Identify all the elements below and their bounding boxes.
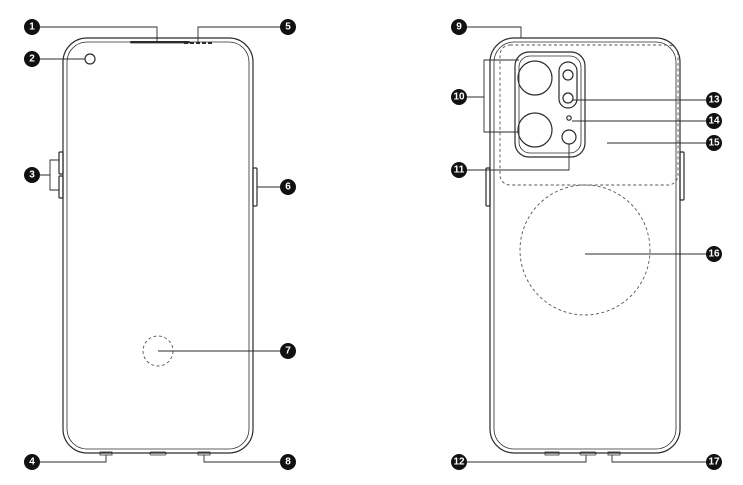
microlens-camera — [561, 129, 577, 145]
wide-camera — [517, 112, 553, 148]
leader-3b — [49, 175, 59, 191]
leader-9 — [467, 26, 522, 38]
front-body-outline — [62, 37, 254, 454]
callout-10: 10 — [451, 89, 467, 105]
callout-3: 3 — [24, 167, 40, 183]
color-temp-sensor — [566, 115, 572, 121]
callout-12: 12 — [451, 454, 467, 470]
callout-5: 5 — [280, 19, 296, 35]
leader-4 — [39, 455, 107, 463]
leader-8 — [203, 455, 280, 463]
callout-1: 1 — [24, 19, 40, 35]
leader-1 — [39, 26, 158, 41]
camera-module-inner — [518, 55, 582, 154]
leader-17 — [611, 455, 706, 463]
svg-text:11: 11 — [454, 165, 465, 176]
callout-16: 16 — [706, 246, 722, 262]
callout-badges: 1 2 3 4 5 6 7 8 9 10 11 12 13 14 15 16 1… — [24, 19, 722, 470]
volume-down-button — [58, 175, 64, 199]
flash — [562, 69, 574, 81]
svg-text:12: 12 — [453, 457, 465, 468]
leader-12 — [467, 455, 587, 463]
leader-3a — [39, 159, 59, 176]
svg-text:10: 10 — [453, 92, 465, 103]
svg-text:4: 4 — [29, 457, 35, 468]
proximity-light-sensor — [184, 42, 212, 44]
usb-port — [149, 451, 167, 456]
svg-text:9: 9 — [456, 22, 462, 33]
camera-module — [514, 51, 586, 158]
leader-10 — [467, 59, 519, 98]
callout-14: 14 — [706, 113, 722, 129]
svg-text:8: 8 — [285, 457, 291, 468]
earpiece-grille — [130, 41, 190, 44]
callout-11: 11 — [451, 162, 467, 178]
leader-lines — [39, 26, 706, 463]
leader-10b — [483, 97, 519, 133]
back-inner-outline — [493, 41, 677, 450]
power-button — [252, 167, 258, 207]
back-side-button-left — [485, 167, 491, 207]
macro-camera — [562, 92, 574, 104]
svg-text:3: 3 — [29, 170, 35, 181]
svg-text:2: 2 — [29, 54, 35, 65]
svg-text:15: 15 — [708, 138, 720, 149]
svg-text:16: 16 — [708, 249, 720, 260]
svg-text:17: 17 — [708, 457, 720, 468]
main-camera — [517, 60, 553, 96]
macro-lens-stack — [558, 61, 578, 109]
callout-6: 6 — [280, 179, 296, 195]
callout-8: 8 — [280, 454, 296, 470]
phone-front-view — [58, 37, 258, 456]
phone-back-view — [485, 37, 685, 456]
leader-5 — [197, 26, 280, 42]
front-camera — [84, 53, 96, 65]
svg-text:14: 14 — [708, 116, 720, 127]
callout-2: 2 — [24, 51, 40, 67]
nfc-area — [499, 44, 679, 186]
callout-7: 7 — [280, 343, 296, 359]
callout-4: 4 — [24, 454, 40, 470]
svg-text:7: 7 — [285, 346, 291, 357]
leader-11 — [467, 144, 570, 171]
svg-text:1: 1 — [29, 22, 35, 33]
callout-9: 9 — [451, 19, 467, 35]
front-screen-outline — [66, 41, 250, 450]
callout-17: 17 — [706, 454, 722, 470]
back-body-outline — [489, 37, 681, 454]
volume-up-button — [58, 151, 64, 175]
callout-13: 13 — [706, 92, 722, 108]
svg-text:6: 6 — [285, 182, 291, 193]
back-speaker — [607, 451, 621, 456]
svg-text:5: 5 — [285, 22, 291, 33]
back-usb-port — [579, 451, 597, 456]
svg-text:13: 13 — [708, 95, 720, 106]
back-mic — [544, 451, 560, 456]
wireless-charging-area — [519, 184, 651, 316]
back-side-button-right — [679, 151, 685, 201]
callout-15: 15 — [706, 135, 722, 151]
